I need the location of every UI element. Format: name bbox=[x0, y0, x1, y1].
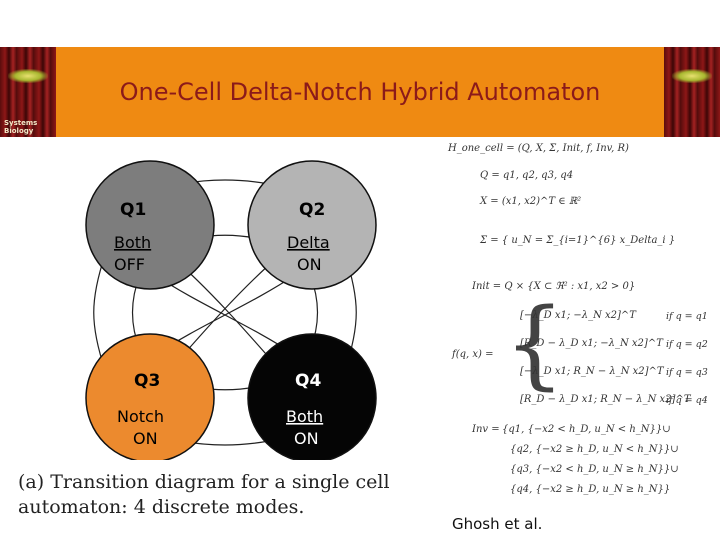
eq-inv-row-1: {q1, {−x2 < h_D, u_N < h_N}}∪ bbox=[502, 424, 671, 435]
eq-inv-label: Inv = bbox=[472, 424, 500, 435]
eq-init: Init = Q × {X ⊂ ℜ² : x1, x2 > 0} bbox=[472, 281, 636, 292]
caption-line-1: (a) Transition diagram for a single cell bbox=[18, 471, 390, 493]
banner-right-image bbox=[664, 47, 720, 137]
state-q1-label-2: OFF bbox=[114, 255, 145, 274]
edge-outer-left bbox=[93, 254, 106, 371]
state-q1-id: Q1 bbox=[120, 200, 146, 220]
state-q3-circle bbox=[85, 333, 215, 460]
eq-f-row-3: [−λ_D x1; R_N − λ_N x2]^T bbox=[520, 366, 664, 377]
eq-inv-row-4: {q4, {−x2 ≥ h_D, u_N ≥ h_N}} bbox=[510, 484, 671, 495]
state-q2-id: Q2 bbox=[299, 200, 325, 220]
state-q1-circle bbox=[85, 160, 215, 290]
eq-x: X = (x1, x2)^T ∈ ℝ² bbox=[480, 196, 582, 207]
figure-caption: (a) Transition diagram for a single cell… bbox=[18, 470, 438, 520]
eq-f-cond-3: if q = q3 bbox=[666, 367, 708, 378]
state-q4-label-2: ON bbox=[294, 429, 319, 448]
state-q4: Q4 Both ON bbox=[247, 333, 377, 460]
state-q2-label-1: Delta bbox=[287, 233, 330, 252]
dna-glow-icon bbox=[8, 69, 48, 83]
caption-line-2: automaton: 4 discrete modes. bbox=[18, 496, 305, 518]
state-q1: Q1 Both OFF bbox=[85, 160, 215, 290]
f-brace: { bbox=[504, 288, 566, 400]
state-q3-label-2: ON bbox=[133, 429, 158, 448]
state-q2-circle bbox=[247, 160, 377, 290]
banner-left-image: Systems Biology bbox=[0, 47, 56, 137]
state-q4-id: Q4 bbox=[295, 371, 321, 391]
eq-inv-row-2: {q2, {−x2 ≥ h_D, u_N < h_N}}∪ bbox=[510, 444, 679, 455]
slide-title: One-Cell Delta-Notch Hybrid Automaton bbox=[119, 78, 601, 106]
eq-f-row-1: [−λ_D x1; −λ_N x2]^T bbox=[520, 310, 636, 321]
state-q3: Q3 Notch ON bbox=[85, 333, 215, 460]
state-q3-id: Q3 bbox=[134, 371, 160, 391]
eq-inv-row-3: {q3, {−x2 < h_D, u_N ≥ h_N}}∪ bbox=[510, 464, 679, 475]
eq-f-cond-4: if q = q4 bbox=[666, 395, 708, 406]
automaton-equations: H_one_cell = (Q, X, Σ, Init, f, Inv, R) … bbox=[440, 138, 720, 498]
logo-text: Systems Biology bbox=[4, 119, 38, 135]
state-q2-label-2: ON bbox=[297, 255, 322, 274]
eq-f-label: f(q, x) = bbox=[452, 349, 494, 360]
state-q4-label-1: Both bbox=[286, 407, 323, 426]
credit: Ghosh et al. bbox=[452, 515, 543, 533]
transition-diagram: Q1 Both OFF Q2 Delta ON Q3 Notch ON Q4 B… bbox=[85, 160, 377, 460]
eq-f-cond-2: if q = q2 bbox=[666, 339, 708, 350]
eq-h: H_one_cell = (Q, X, Σ, Init, f, Inv, R) bbox=[448, 143, 629, 154]
eq-sigma: Σ = { u_N = Σ_{i=1}^{6} x_Delta_i } bbox=[480, 235, 676, 246]
eq-f-row-4: [R_D − λ_D x1; R_N − λ_N x2]^T bbox=[520, 394, 691, 405]
eq-f-cond-1: if q = q1 bbox=[666, 311, 708, 322]
eq-f-row-2: [R_D − λ_D x1; −λ_N x2]^T bbox=[520, 338, 663, 349]
state-q3-label-1: Notch bbox=[117, 407, 164, 426]
eq-q: Q = q1, q2, q3, q4 bbox=[480, 170, 574, 181]
dna-glow-icon bbox=[672, 69, 712, 83]
title-banner bbox=[0, 47, 720, 137]
state-q2: Q2 Delta ON bbox=[247, 160, 377, 290]
state-q4-circle bbox=[247, 333, 377, 460]
state-q1-label-1: Both bbox=[114, 233, 151, 252]
